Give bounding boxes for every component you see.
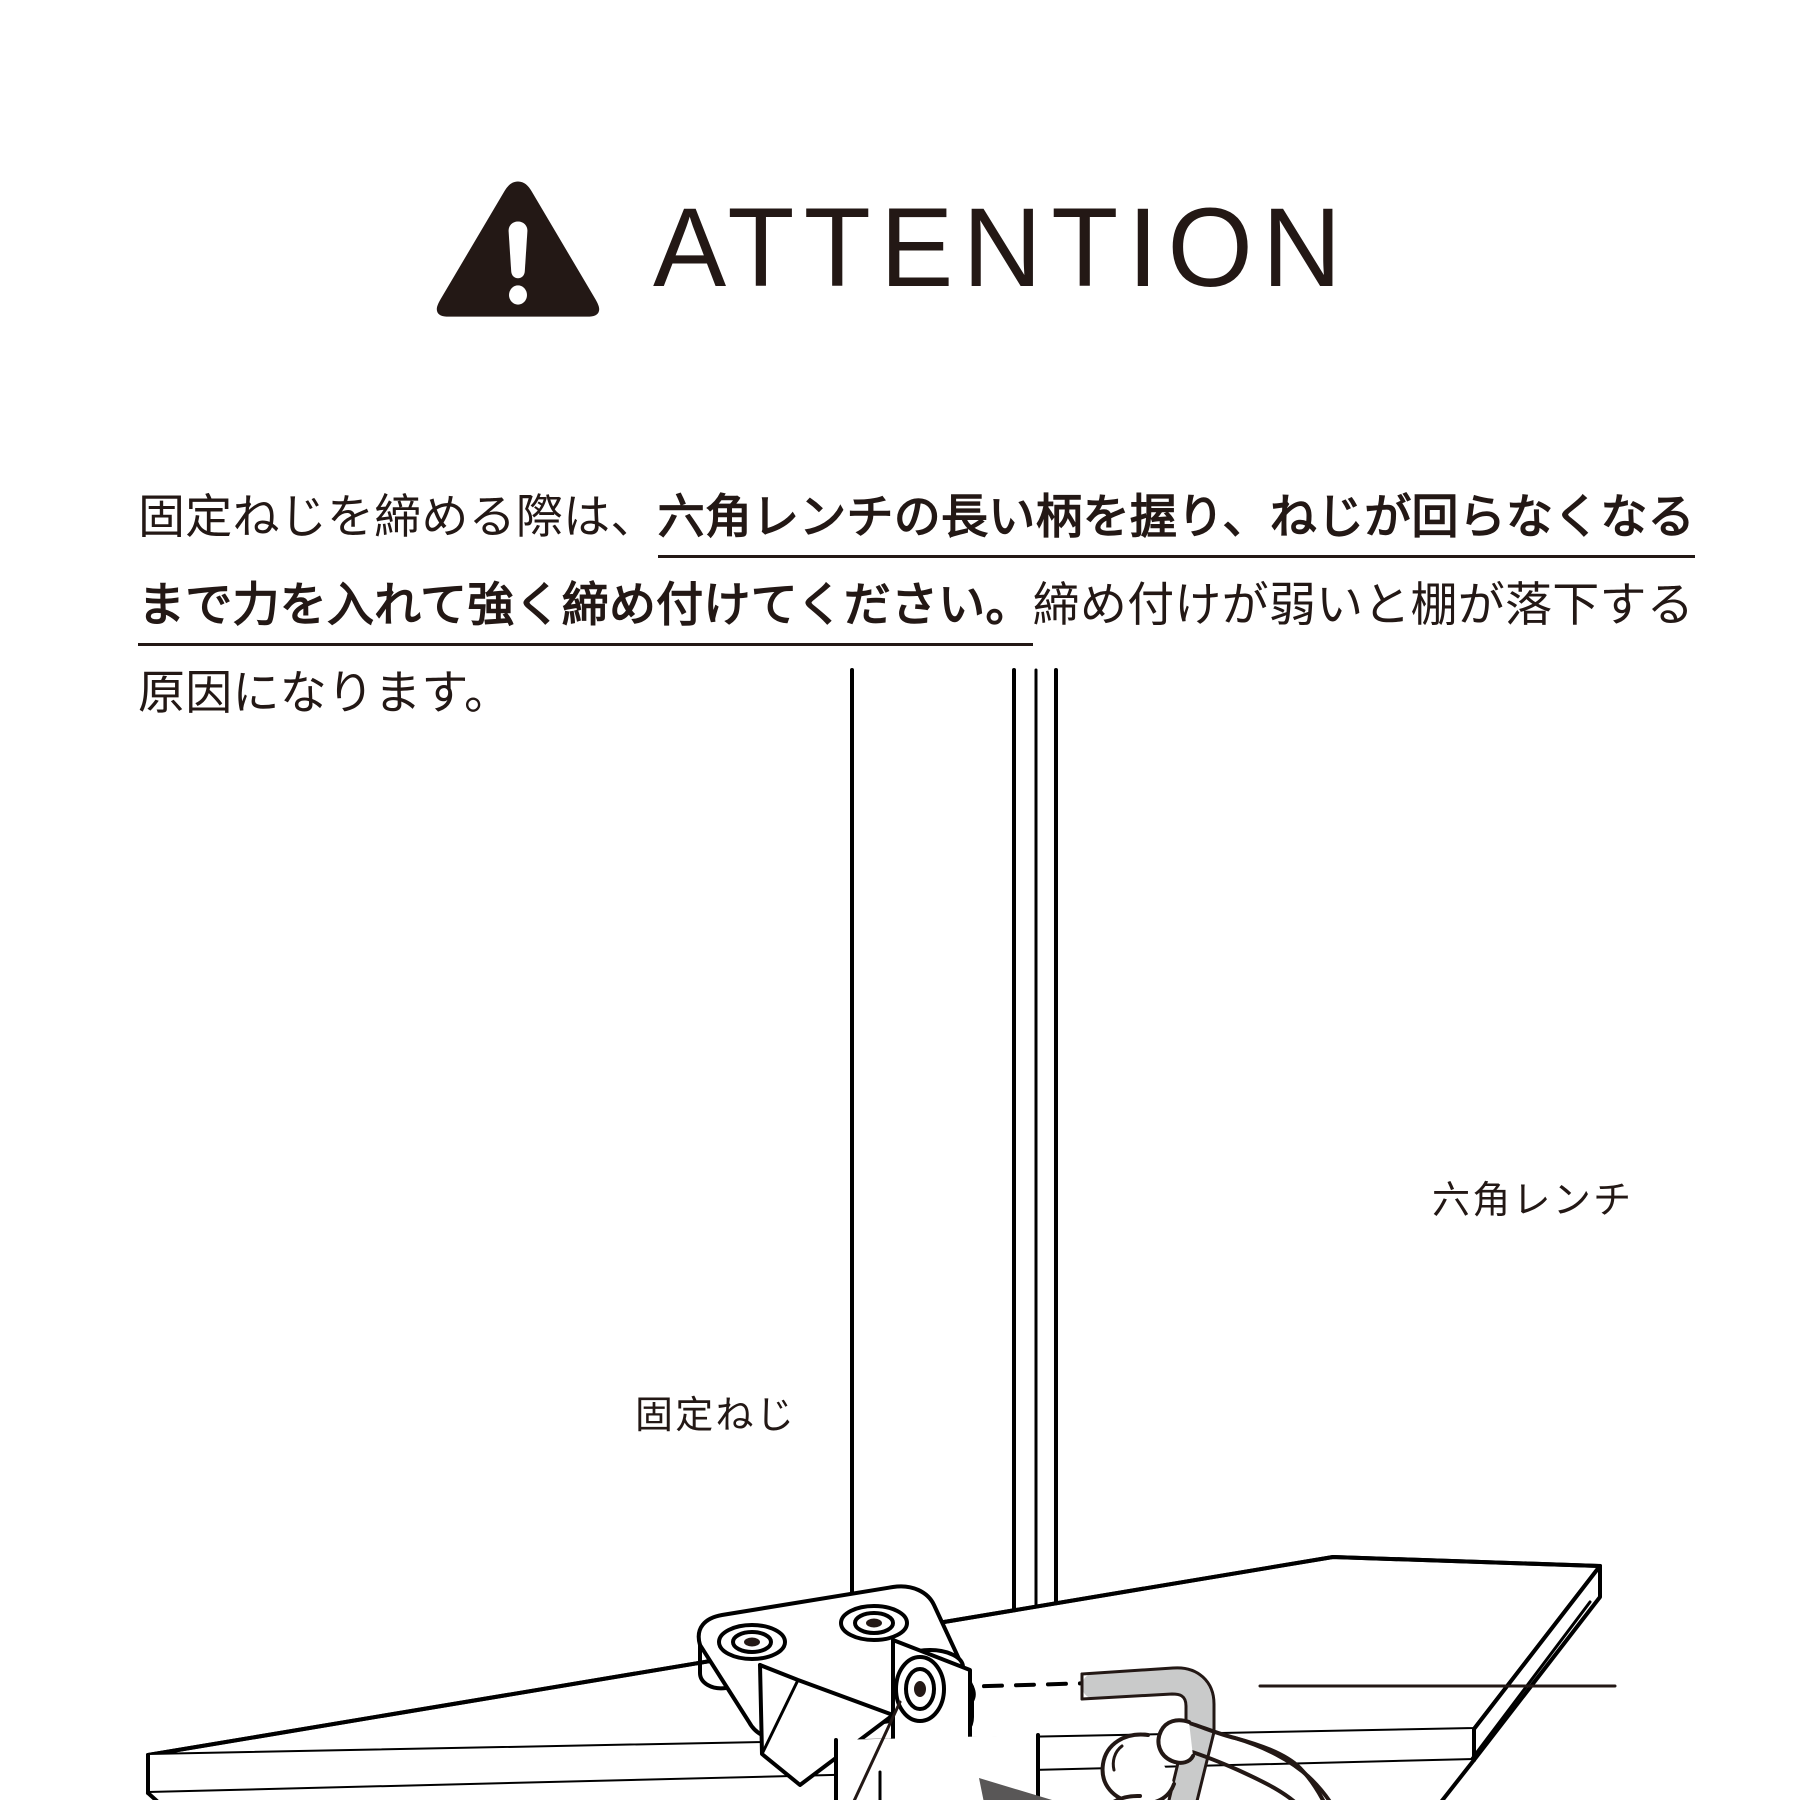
- callout-label-fixing-screw: 固定ねじ: [635, 1393, 797, 1437]
- hex-wrench: [1080, 1666, 1216, 1800]
- attention-header: ATTENTION: [0, 178, 1800, 318]
- shelf-bracket: [696, 1584, 1040, 1800]
- notice-line1-plain: 固定ねじを締める際は、: [138, 490, 658, 545]
- hand-gripping-wrench: [1100, 1718, 1332, 1800]
- rotation-arrow: [979, 1778, 1053, 1800]
- notice-line-1: 固定ねじを締める際は、六角レンチの長い柄を握り、ねじが回らなくなる: [138, 474, 1695, 562]
- notice-line1-emphasis: 六角レンチの長い柄を握り、ねじが回らなくなる: [657, 490, 1695, 558]
- assembly-illustration: [0, 640, 1800, 1800]
- notice-line2-plain: 締め付けが弱いと棚が落下する: [1032, 578, 1694, 633]
- notice-line2-emphasis: まで力を入れて強く締め付けてください。: [138, 578, 1033, 646]
- page-title: ATTENTION: [652, 185, 1351, 310]
- notice-line-2: まで力を入れて強く締め付けてください。締め付けが弱いと棚が落下する: [138, 562, 1694, 650]
- leader-lines: [852, 1684, 1617, 1800]
- assembly-diagram-svg: [146, 668, 1617, 1800]
- warning-triangle-icon: [436, 181, 600, 317]
- notice-line-3: 原因になります。: [138, 666, 512, 721]
- notice-text: 固定ねじを締める際は、六角レンチの長い柄を握り、ねじが回らなくなる まで力を入れ…: [138, 474, 1695, 738]
- callout-label-hex-wrench: 六角レンチ: [1432, 1178, 1634, 1222]
